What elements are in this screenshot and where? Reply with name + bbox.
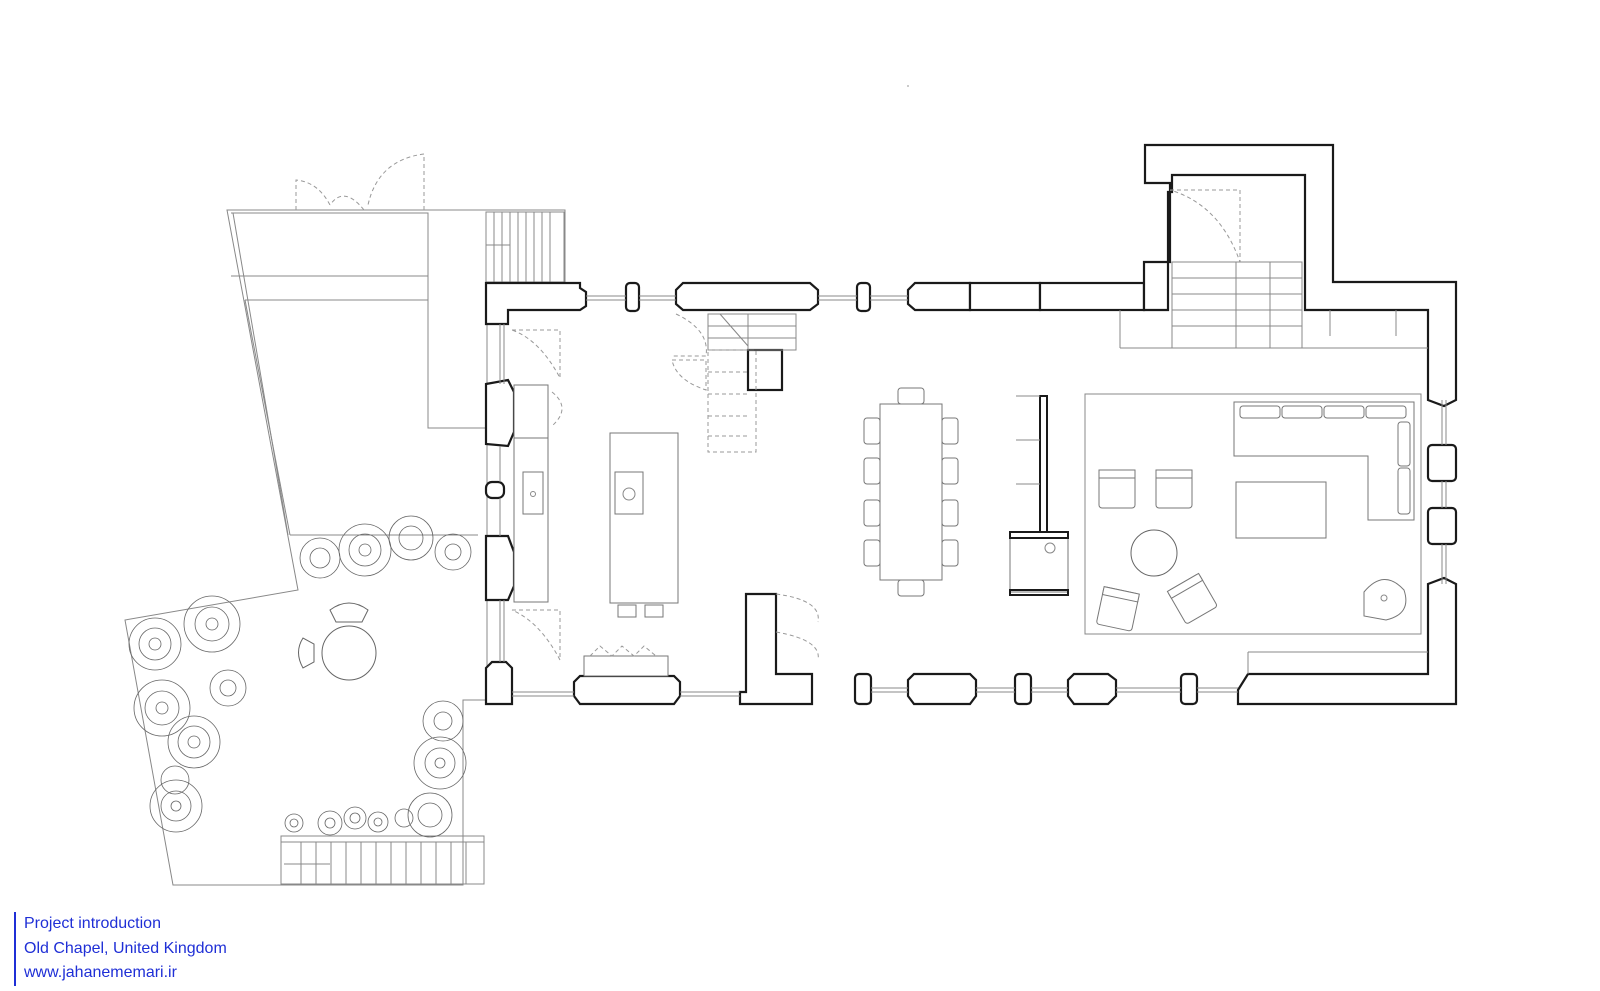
caption-website-link[interactable]: www.jahanememari.ir xyxy=(24,964,177,981)
external-stair-bottom xyxy=(280,835,485,885)
terrace-area xyxy=(124,209,566,886)
project-caption: Project introduction Old Chapel, United … xyxy=(14,912,227,986)
garden-plants xyxy=(128,515,472,838)
stray-mark xyxy=(907,85,909,87)
living-area xyxy=(1084,393,1428,674)
garden-gate xyxy=(295,153,425,211)
exterior-walls xyxy=(484,143,1458,706)
garden-table xyxy=(298,602,377,681)
window-lines xyxy=(499,295,1447,697)
caption-title: Project introduction xyxy=(24,915,161,932)
caption-location: Old Chapel, United Kingdom xyxy=(24,939,227,957)
annex-stair xyxy=(1119,261,1428,349)
shelf-fireplace xyxy=(1009,395,1069,596)
interior-stair xyxy=(707,313,797,453)
dining-area xyxy=(863,387,959,597)
external-stair-top xyxy=(485,211,565,283)
kitchen xyxy=(513,384,679,677)
